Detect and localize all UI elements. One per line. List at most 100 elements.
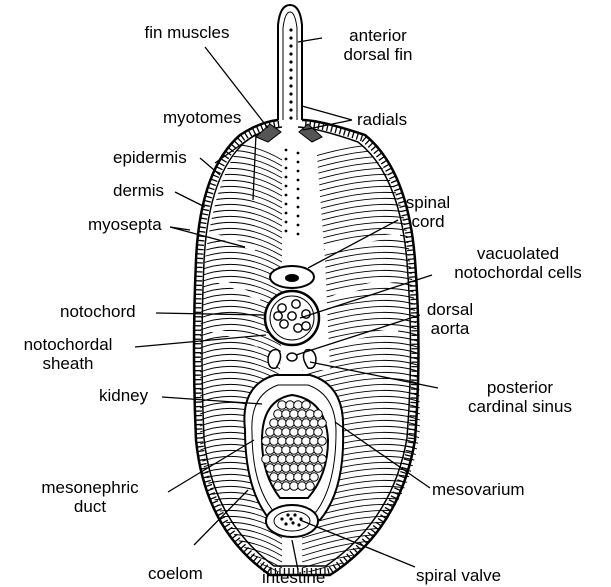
septum-dot (285, 167, 288, 170)
fin-dot (289, 44, 292, 47)
egg-cell (270, 419, 279, 428)
egg-cell (302, 401, 311, 410)
notochordal-cell (302, 322, 310, 330)
epidermis-tick (197, 442, 203, 443)
egg-cell (282, 410, 291, 419)
notochordal-cell (294, 324, 302, 332)
label-coelom: coelom (148, 564, 203, 583)
egg-cell (274, 410, 283, 419)
spiral-valve-dot (293, 513, 296, 516)
egg-cell (286, 419, 295, 428)
label-kidney: kidney (99, 386, 148, 405)
fin-dot (289, 100, 292, 103)
label-myotomes: myotomes (163, 108, 241, 127)
egg-cell (314, 428, 323, 437)
egg-cell (274, 446, 283, 455)
egg-cell (270, 437, 279, 446)
dorsal-fin (278, 5, 302, 122)
egg-cell (266, 464, 275, 473)
spiral-valve-dot (280, 517, 283, 520)
egg-cell (262, 437, 271, 446)
septum-dot (285, 194, 288, 197)
epidermis-tick (406, 241, 412, 242)
septum-dot (285, 158, 288, 161)
egg-cell (290, 482, 299, 491)
egg-cell (282, 446, 291, 455)
septum-dot (285, 176, 288, 179)
septum-dot (297, 161, 300, 164)
egg-cell (306, 410, 315, 419)
egg-cell (286, 437, 295, 446)
fin-dot (289, 116, 292, 119)
egg-cell (290, 410, 299, 419)
septum-dot (285, 203, 288, 206)
egg-cell (298, 428, 307, 437)
egg-cell (318, 437, 327, 446)
septum-dot (297, 188, 300, 191)
egg-cell (302, 455, 311, 464)
spinal-cord (270, 266, 314, 288)
leader-radials-1 (302, 106, 352, 120)
septum-dot (285, 212, 288, 215)
egg-cell (286, 473, 295, 482)
spiral-valve-dot (286, 513, 289, 516)
septum-dot (297, 152, 300, 155)
septum-dot (297, 215, 300, 218)
egg-cell (278, 473, 287, 482)
egg-cell (294, 401, 303, 410)
epidermis-tick (199, 227, 205, 228)
egg-cell (266, 446, 275, 455)
egg-cell (290, 446, 299, 455)
egg-cell (282, 464, 291, 473)
spiral-valve-dot (291, 521, 294, 524)
label-epidermis: epidermis (113, 148, 187, 167)
spiral-valve-dot (284, 522, 287, 525)
fin-dot (289, 92, 292, 95)
notochordal-cell (280, 320, 288, 328)
label-anterior-dorsal-fin: anterior dorsal fin (326, 26, 430, 64)
septum-dot (297, 179, 300, 182)
egg-cell (306, 446, 315, 455)
egg-cell (290, 464, 299, 473)
egg-cell (298, 464, 307, 473)
label-notochord: notochord (60, 302, 136, 321)
egg-cell (306, 428, 315, 437)
fin-dot (289, 52, 292, 55)
egg-cell (282, 428, 291, 437)
septum-dot (297, 170, 300, 173)
egg-cell (314, 464, 323, 473)
notochordal-cell (292, 300, 300, 308)
egg-cell (274, 464, 283, 473)
fin-dot (289, 108, 292, 111)
fin-dot (289, 60, 292, 63)
egg-cell (310, 419, 319, 428)
label-vacuolated-notochordal-cells: vacuolated notochordal cells (432, 244, 604, 282)
egg-cell (318, 419, 327, 428)
egg-cell (298, 410, 307, 419)
egg-cell (306, 464, 315, 473)
label-radials: radials (357, 110, 407, 129)
fin-dot (289, 68, 292, 71)
egg-cell (278, 419, 287, 428)
egg-cell (286, 455, 295, 464)
label-notochordal-sheath: notochordal sheath (0, 335, 136, 373)
leader-dermis (175, 192, 205, 207)
egg-cell (294, 473, 303, 482)
spiral-valve-dot (297, 523, 300, 526)
egg-cell (302, 473, 311, 482)
egg-cell (270, 473, 279, 482)
fin-dot (289, 76, 292, 79)
epidermis-tick (197, 245, 203, 246)
septum-dot (285, 149, 288, 152)
septum-dot (285, 185, 288, 188)
egg-cell (278, 437, 287, 446)
egg-cell (310, 437, 319, 446)
label-fin-muscles: fin muscles (128, 23, 246, 42)
label-myosepta: myosepta (88, 215, 162, 234)
label-spinal-cord: spinal cord (398, 193, 458, 231)
egg-cell (270, 455, 279, 464)
egg-cell (282, 482, 291, 491)
egg-cell (278, 401, 287, 410)
egg-cell (274, 482, 283, 491)
septum-dot (297, 197, 300, 200)
